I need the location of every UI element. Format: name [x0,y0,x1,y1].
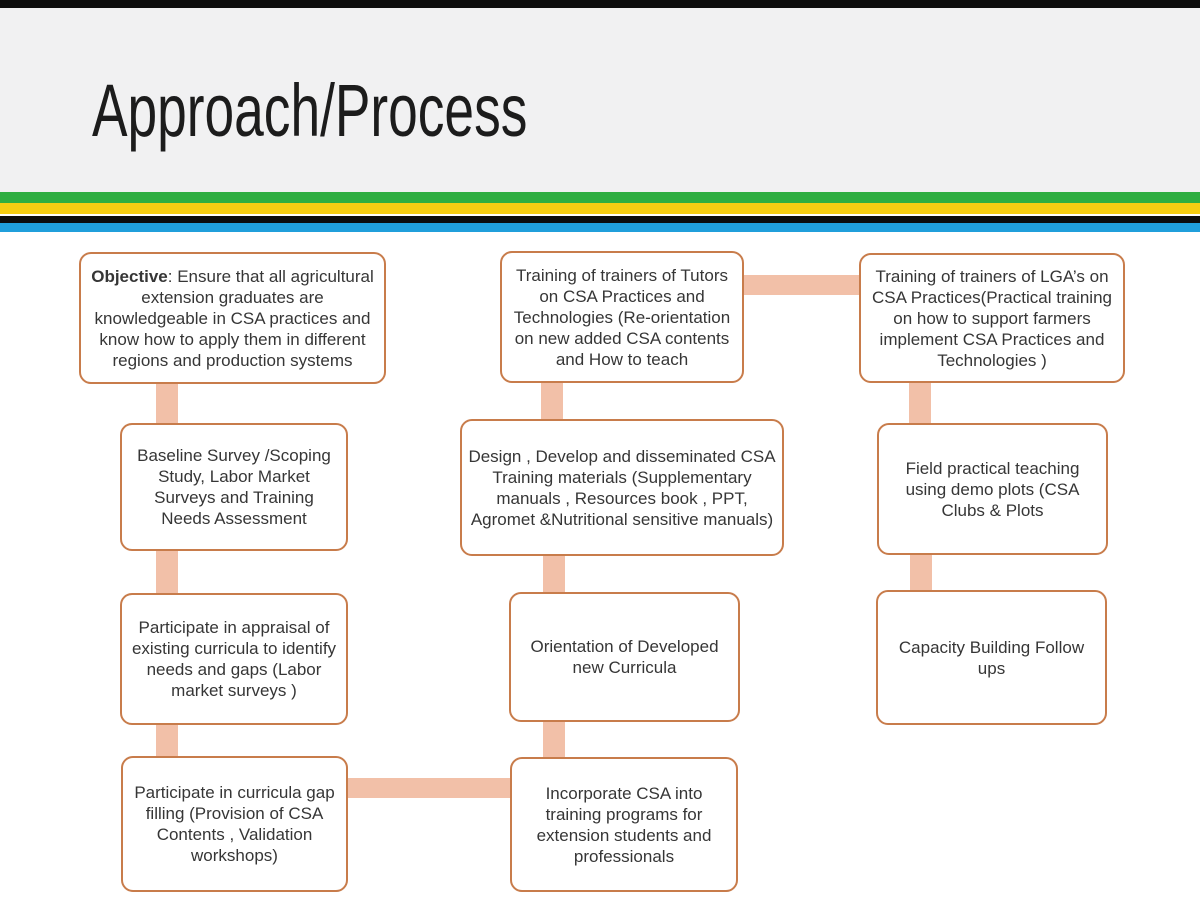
box-baseline-survey: Baseline Survey /Scoping Study, Labor Ma… [120,423,348,551]
stripe-gap [0,214,1200,216]
connector-col1-box1-box2 [156,383,178,424]
box-objective: Objective: Ensure that all agricultural … [79,252,386,384]
connector-col3-box1-box2 [909,382,931,424]
box-orientation-curricula-text: Orientation of Developed new Curricula [530,637,719,677]
box-training-tutors-text: Training of trainers of Tutors on CSA Pr… [513,265,731,369]
box-training-lga-text: Training of trainers of LGA’s on CSA Pra… [872,266,1112,370]
flag-stripe-band [0,192,1200,232]
box-capacity-followups: Capacity Building Follow ups [876,590,1107,725]
box-field-teaching-text: Field practical teaching using demo plot… [905,458,1080,520]
connector-col3-box2-box3 [910,553,932,591]
box-design-materials-text: Design , Develop and disseminated CSA Tr… [468,446,776,529]
stripe-black [0,216,1200,223]
box-capacity-followups-text: Capacity Building Follow ups [898,637,1085,678]
box-training-tutors: Training of trainers of Tutors on CSA Pr… [500,251,744,383]
slide-header: Approach/Process [0,8,1200,192]
connector-col1-box2-box3 [156,549,178,594]
stripe-blue [0,223,1200,232]
connector-col1-box3-box4 [156,723,178,757]
connector-col1-box4-col2-box4 [346,778,512,798]
box-incorporate-csa: Incorporate CSA into training programs f… [510,757,738,892]
box-training-lga: Training of trainers of LGA’s on CSA Pra… [859,253,1125,383]
stripe-yellow [0,203,1200,214]
box-orientation-curricula: Orientation of Developed new Curricula [509,592,740,722]
box-baseline-survey-text: Baseline Survey /Scoping Study, Labor Ma… [137,446,331,528]
box-design-materials: Design , Develop and disseminated CSA Tr… [460,419,784,556]
box-curricula-appraisal: Participate in appraisal of existing cur… [120,593,348,725]
connector-col2-box3-box4 [543,720,565,758]
box-objective-body: : Ensure that all agricultural extension… [94,266,374,370]
connector-col2-box1-col3-box1 [744,275,861,295]
top-black-bar [0,0,1200,8]
box-objective-bold-label: Objective [91,266,168,286]
box-incorporate-csa-text: Incorporate CSA into training programs f… [536,783,712,866]
connector-col2-box2-box3 [543,554,565,593]
page-title: Approach/Process [92,69,528,152]
box-curricula-gap-filling-text: Participate in curricula gap filling (Pr… [134,783,335,865]
box-curricula-gap-filling: Participate in curricula gap filling (Pr… [121,756,348,892]
stripe-green [0,192,1200,203]
box-curricula-appraisal-text: Participate in appraisal of existing cur… [131,618,337,700]
box-field-teaching: Field practical teaching using demo plot… [877,423,1108,555]
box-objective-text: Objective: Ensure that all agricultural … [87,266,378,371]
connector-col2-box1-box2 [541,381,563,420]
